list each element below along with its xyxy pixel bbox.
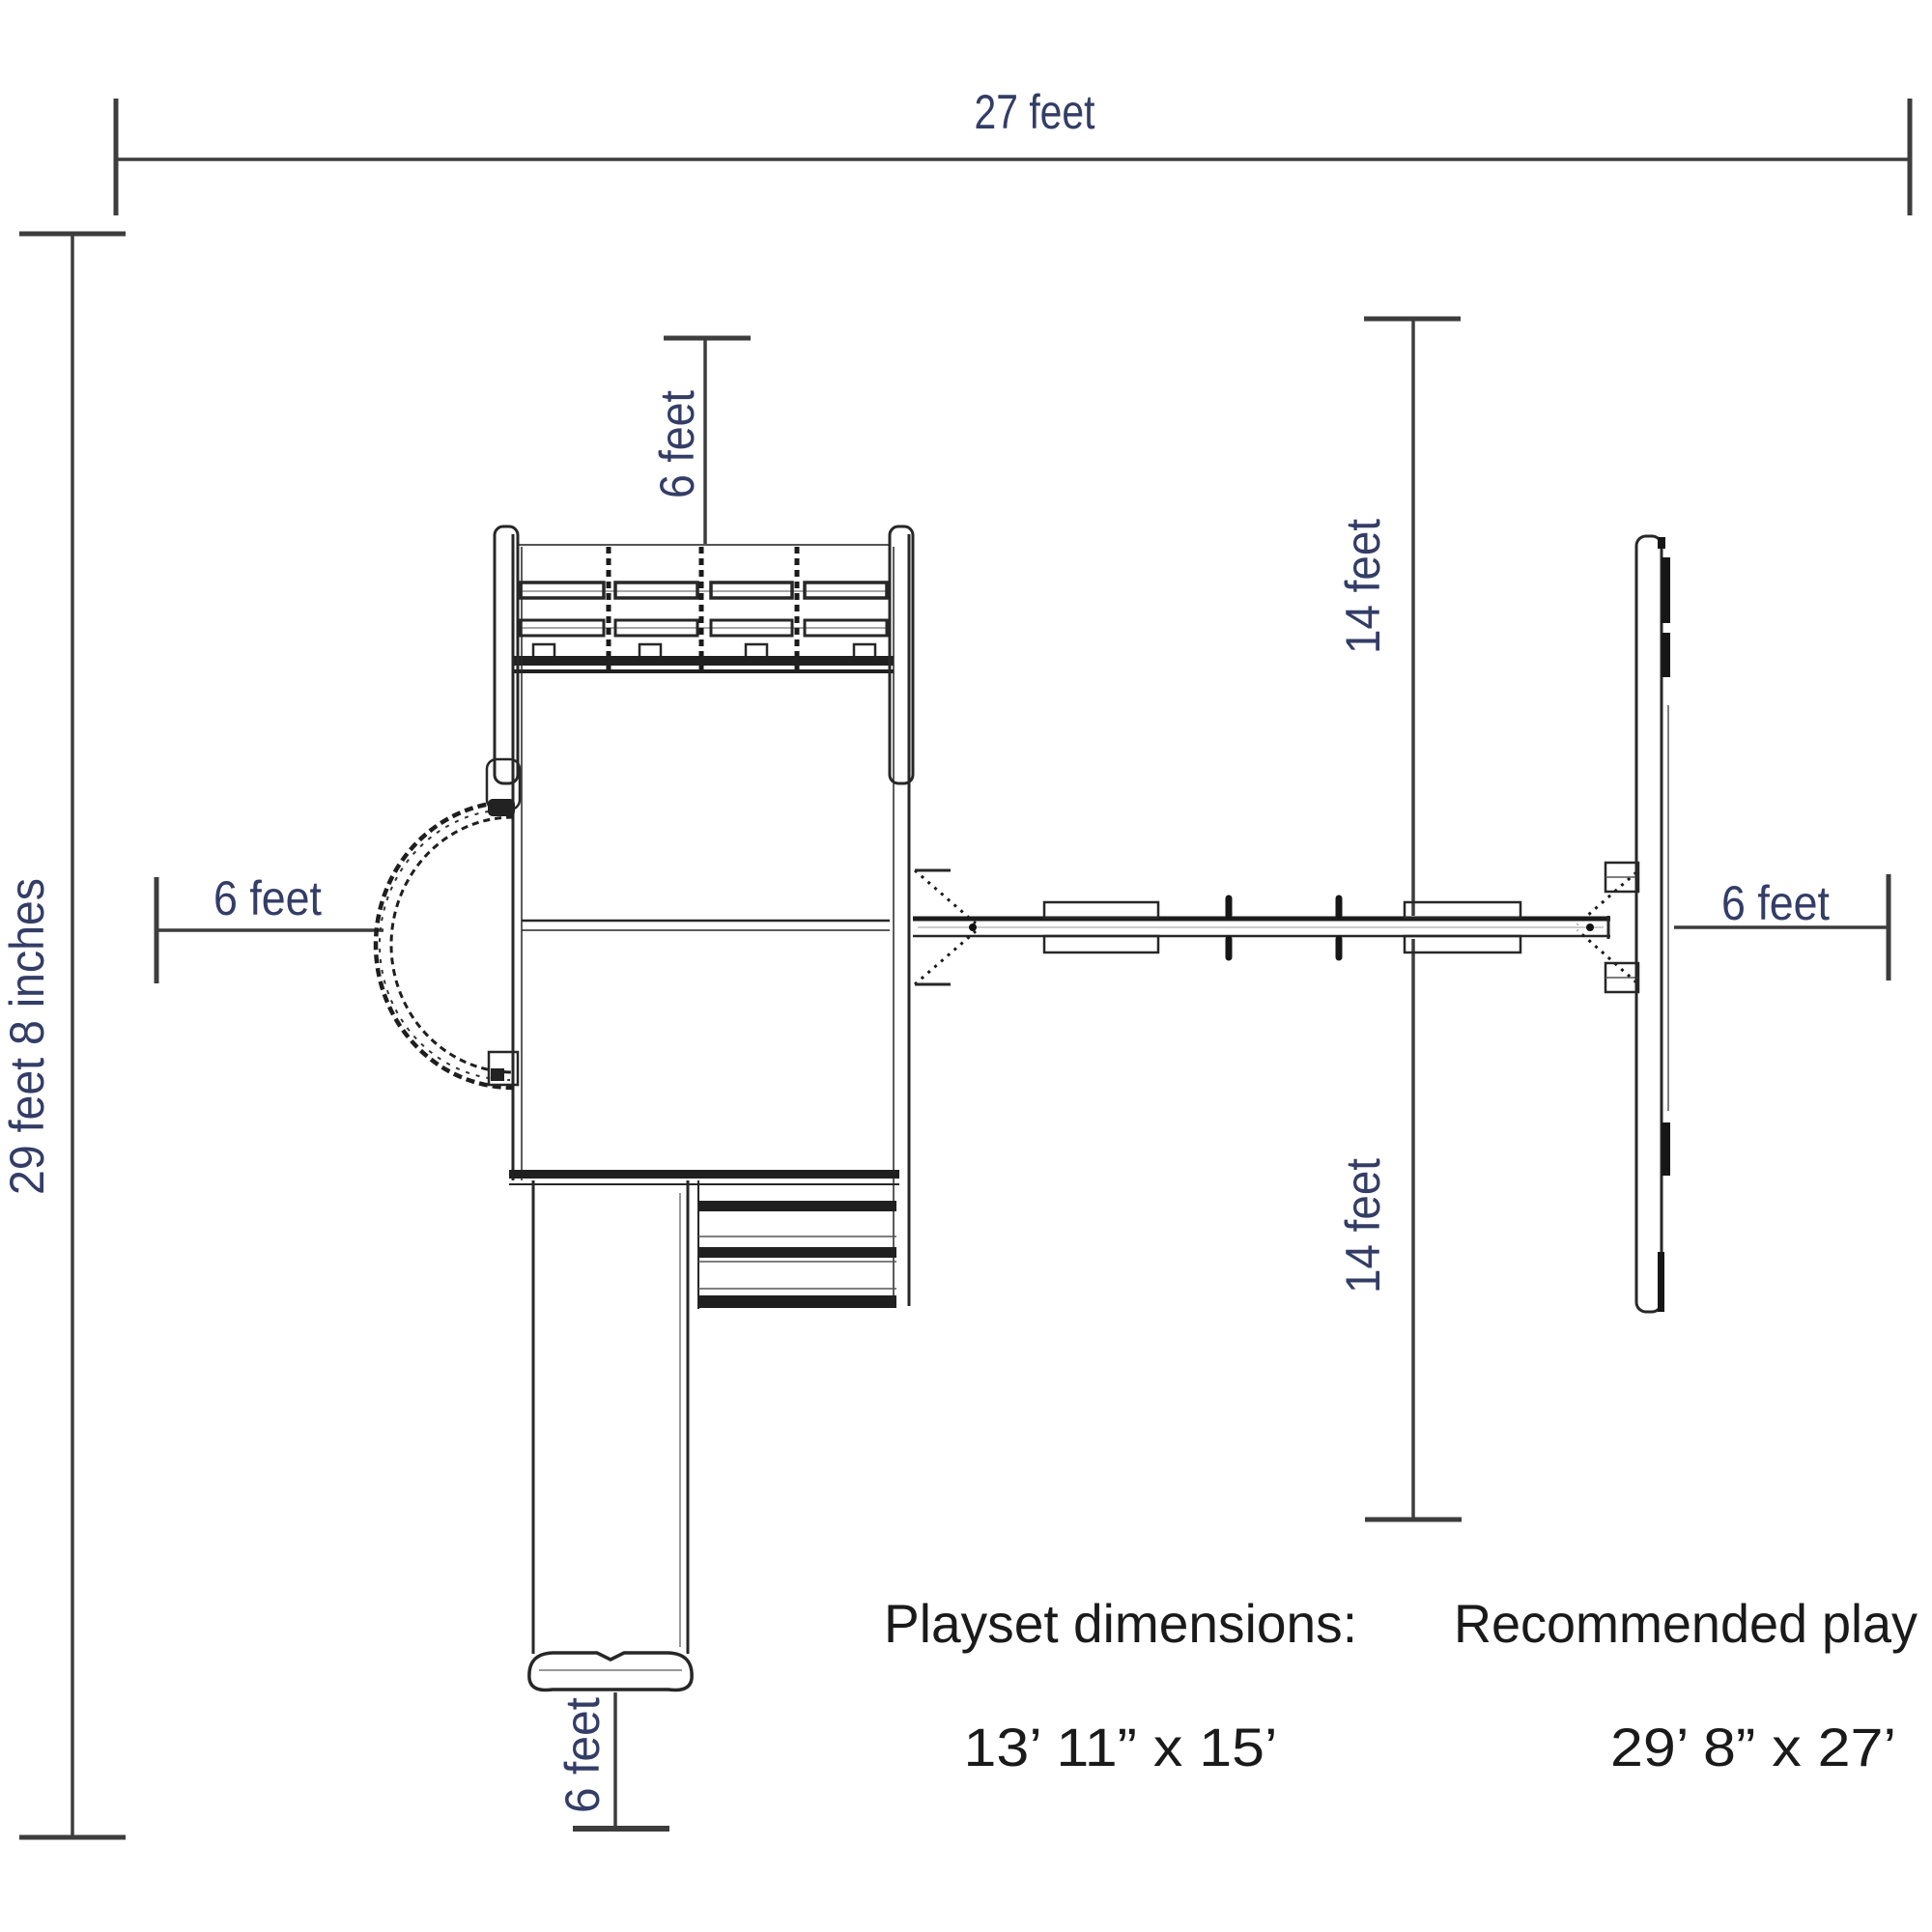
dim-label-right-clearance: 6 feet xyxy=(1721,876,1830,930)
dim-left-clearance: 6 feet xyxy=(154,871,384,983)
monkey-bar xyxy=(613,618,699,638)
playset-dimensions-value: 13’ 11” x 15’ xyxy=(964,1717,1278,1777)
ladder-step xyxy=(698,1247,896,1258)
deck-top-edge xyxy=(513,656,894,666)
swing-beam xyxy=(913,861,1640,994)
beam-brace xyxy=(914,929,977,986)
monkey-bars xyxy=(493,525,915,785)
monkey-bar xyxy=(613,581,699,600)
dim-swing-upper: 14 feet xyxy=(1336,316,1461,916)
slide-bottom-mount xyxy=(487,1050,520,1087)
dim-label-monkey-bar-width: 6 feet xyxy=(650,390,704,498)
slide-inner-arc xyxy=(389,815,514,1074)
monkey-bar xyxy=(519,581,606,600)
monkey-bar xyxy=(709,618,794,638)
end-frame-detail xyxy=(1662,1122,1670,1176)
end-frame-detail xyxy=(1662,633,1670,677)
monkey-bar xyxy=(803,618,889,638)
swing-seat xyxy=(1042,934,1160,954)
deck-bottom-edge xyxy=(509,1170,899,1179)
end-frame-detail xyxy=(1662,557,1670,623)
dim-label-total-width: 27 feet xyxy=(975,85,1095,139)
dim-label-slide-runout: 6 feet xyxy=(555,1697,610,1813)
dim-label-swing-upper: 14 feet xyxy=(1336,519,1390,654)
dim-label-total-depth: 29 feet 8 inches xyxy=(0,878,54,1195)
slide-end-cap xyxy=(527,1651,694,1692)
ladder-step xyxy=(698,1201,896,1211)
dim-total-depth: 29 feet 8 inches xyxy=(0,231,126,1840)
straight-slide xyxy=(527,1180,694,1692)
slide-sketch-arc xyxy=(379,809,511,1081)
end-frame-board xyxy=(1634,534,1663,1314)
swing-seat xyxy=(1403,934,1522,954)
swing-seat xyxy=(1042,900,1160,920)
dim-swing-lower: 14 feet xyxy=(1336,939,1462,1522)
monkey-bar xyxy=(519,618,606,638)
swing-seat xyxy=(1403,900,1522,920)
dim-monkey-bar-width: 6 feet xyxy=(650,335,751,544)
beam-bolt xyxy=(969,923,977,931)
beam-bolt xyxy=(1586,923,1594,931)
end-frame-detail xyxy=(1658,1252,1664,1312)
play-area-label: Recommended play xyxy=(1454,1593,1918,1654)
corner-post xyxy=(493,525,520,785)
ladder-step xyxy=(698,1295,896,1308)
spiral-slide xyxy=(373,799,520,1091)
end-frame-detail xyxy=(1658,537,1665,549)
footer-annotations: Playset dimensions: 13’ 11” x 15’ Recomm… xyxy=(884,1593,1918,1777)
access-ladder xyxy=(697,1180,896,1309)
swing-end-frame xyxy=(1634,534,1670,1314)
dim-right-clearance: 6 feet xyxy=(1674,874,1891,980)
dim-label-swing-lower: 14 feet xyxy=(1336,1158,1390,1293)
dim-label-left-clearance: 6 feet xyxy=(213,871,322,925)
slide-outer-arc xyxy=(373,799,514,1091)
corner-post xyxy=(888,525,915,785)
fort-deck xyxy=(485,534,911,1306)
monkey-bar xyxy=(803,581,889,600)
slide-top-mount xyxy=(488,799,515,816)
play-area-value: 29’ 8” x 27’ xyxy=(1610,1717,1896,1777)
dim-slide-runout: 6 feet xyxy=(555,1692,669,1832)
beam-brace xyxy=(914,868,977,925)
monkey-bar xyxy=(709,581,794,600)
slide-bottom-mount-pad xyxy=(491,1068,504,1081)
dim-total-width: 27 feet xyxy=(113,85,1913,215)
playset-dimensions-label: Playset dimensions: xyxy=(884,1593,1357,1654)
